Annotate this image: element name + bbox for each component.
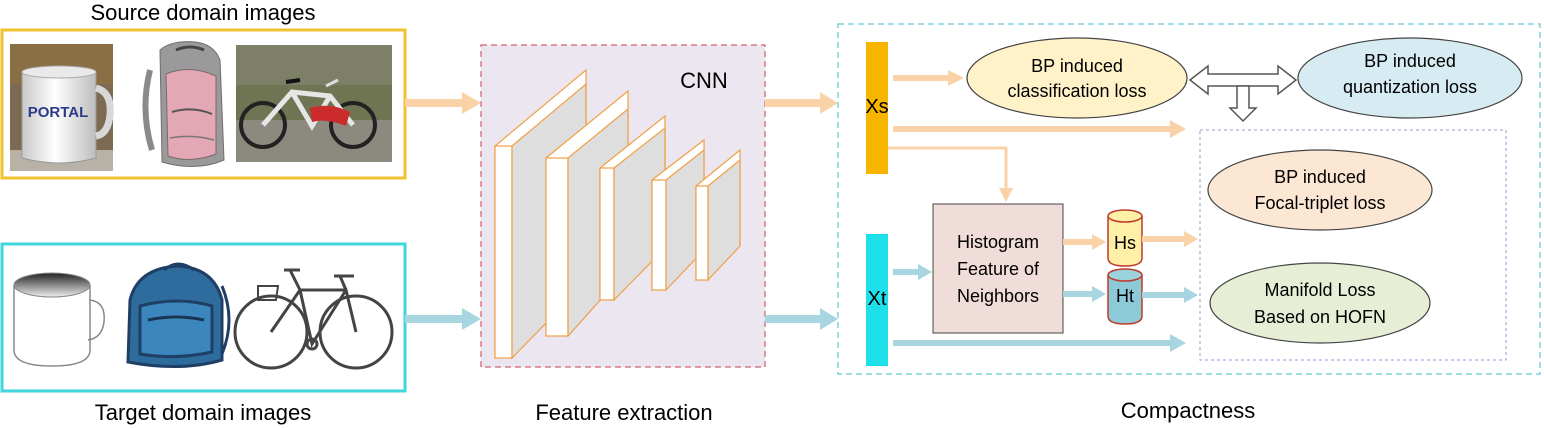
cnn-to-xs-arrow: [765, 92, 838, 114]
xt-to-histogram-arrow: [893, 264, 932, 280]
ht-to-losses-arrow: [1142, 287, 1198, 303]
target-to-cnn-arrow: [405, 308, 481, 330]
cnn-layers: [494, 68, 741, 360]
quantization-loss-line1: BP induced: [1364, 51, 1456, 71]
ht-label: Ht: [1116, 286, 1134, 306]
histogram-to-ht-arrow: [1063, 286, 1106, 302]
loss-group-box: [1199, 129, 1507, 361]
bicycle-photo-icon: [236, 45, 392, 162]
quantization-loss-ellipse: [1297, 37, 1523, 119]
xt-bar: [866, 234, 888, 366]
backpack-photo-icon: [142, 41, 225, 168]
source-domain-title: Source domain images: [90, 0, 315, 25]
classification-loss-ellipse: [966, 37, 1188, 119]
feature-extraction-title: Feature extraction: [535, 400, 712, 425]
cnn-layer-4: [651, 138, 705, 292]
mug-sketch-icon: [13, 272, 105, 367]
focal-triplet-loss-line1: BP induced: [1274, 167, 1366, 187]
compactness-title: Compactness: [1121, 398, 1256, 423]
cnn-label: CNN: [680, 68, 728, 93]
manifold-loss-line1: Manifold Loss: [1264, 280, 1375, 300]
xt-label: Xt: [868, 288, 887, 310]
loss-link-arrow: [1188, 64, 1298, 96]
histogram-line2: Feature of: [957, 259, 1040, 279]
classification-loss-line2: classification loss: [1007, 81, 1146, 101]
source-to-cnn-arrow: [405, 92, 481, 114]
xs-to-histogram-arrow: [888, 146, 1013, 202]
cnn-layer-5: [695, 148, 741, 282]
mug-photo-icon: PORTAL: [10, 44, 114, 171]
backpack-sketch-icon: [126, 262, 231, 368]
compactness-box: [837, 23, 1541, 375]
target-domain-title: Target domain images: [95, 400, 311, 425]
manifold-loss-line2: Based on HOFN: [1254, 307, 1386, 327]
histogram-line3: Neighbors: [957, 286, 1039, 306]
hs-label: Hs: [1114, 233, 1136, 253]
xs-to-losses-arrow: [893, 120, 1186, 138]
histogram-to-hs-arrow: [1063, 234, 1106, 250]
xs-label: Xs: [865, 96, 888, 118]
quantization-loss-line2: quantization loss: [1343, 77, 1477, 97]
bicycle-sketch-icon: [233, 268, 394, 370]
focal-triplet-loss-line2: Focal-triplet loss: [1254, 193, 1385, 213]
focal-triplet-loss-ellipse: [1207, 149, 1433, 231]
hs-cylinder: [1107, 209, 1143, 267]
xs-to-classification-arrow: [893, 70, 964, 86]
loss-down-arrow: [1228, 85, 1258, 123]
hs-to-losses-arrow: [1142, 231, 1198, 247]
histogram-line1: Histogram: [957, 232, 1039, 252]
mug-text: PORTAL: [28, 104, 89, 121]
xs-bar: [866, 42, 888, 174]
ht-cylinder: [1107, 268, 1143, 325]
histogram-box: [932, 203, 1064, 334]
classification-loss-line1: BP induced: [1031, 56, 1123, 76]
xt-to-losses-arrow: [893, 334, 1186, 352]
manifold-loss-ellipse: [1209, 262, 1431, 344]
cnn-to-xt-arrow: [765, 308, 838, 330]
